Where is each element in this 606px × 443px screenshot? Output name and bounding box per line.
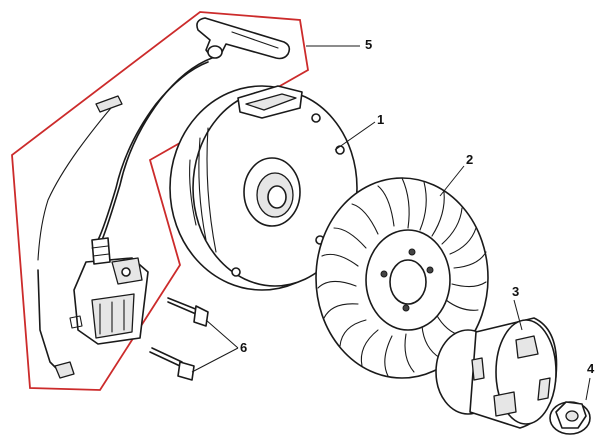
bolt-lower xyxy=(149,347,183,367)
bolt-upper xyxy=(167,297,199,315)
callout-3: 3 xyxy=(512,284,520,299)
callout-5: 5 xyxy=(365,37,373,52)
cooling-fan[interactable] xyxy=(315,177,489,379)
ignition-coil-assembly[interactable] xyxy=(37,17,291,379)
ground-wire xyxy=(37,99,119,261)
starter-cup[interactable] xyxy=(435,317,558,429)
callout-6: 6 xyxy=(240,340,248,355)
callout-4: 4 xyxy=(587,361,595,376)
flange-nut[interactable] xyxy=(549,401,591,435)
fan-center-hole xyxy=(389,259,427,305)
callout-leaders xyxy=(191,45,591,401)
callout-2: 2 xyxy=(466,152,474,167)
stator-housing[interactable] xyxy=(169,85,358,291)
callout-1: 1 xyxy=(377,112,385,127)
coil-mounting-bolts[interactable] xyxy=(149,297,209,381)
ignition-coil-group-boundary xyxy=(11,11,309,391)
high-tension-lead xyxy=(101,57,213,241)
